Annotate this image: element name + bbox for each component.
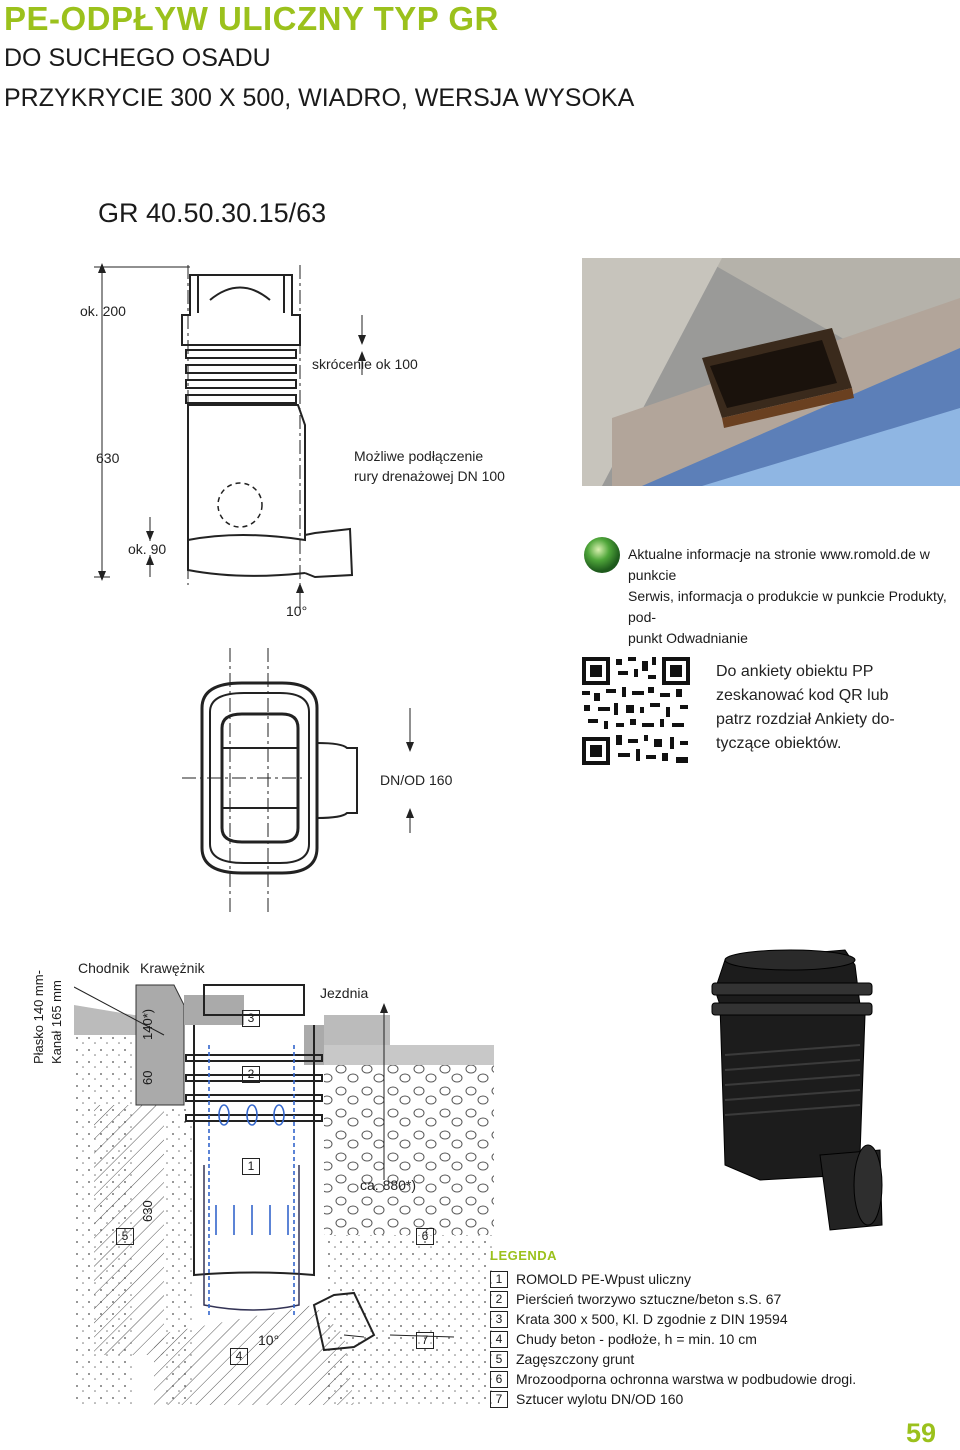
callout-3: 3 [242, 1010, 260, 1027]
legend-item: 2 Pierścień tworzywo sztuczne/beton s.S. … [490, 1289, 856, 1309]
qr-code-icon[interactable] [582, 657, 690, 765]
drain-note-2: rury drenażowej DN 100 [354, 468, 505, 484]
section-side-label: Płasko 140 mm- Kanał 165 mm [30, 964, 70, 1074]
qr-note-line-1: Do ankiety obiektu PP [716, 663, 874, 680]
label-kanal: Kanał 165 mm [49, 980, 64, 1064]
legend-num: 1 [490, 1270, 508, 1288]
legend-text: Pierścień tworzywo sztuczne/beton s.S. 6… [516, 1291, 782, 1307]
legend-text: Zagęszczony grunt [516, 1351, 635, 1367]
legend-text: ROMOLD PE-Wpust uliczny [516, 1271, 692, 1287]
info-note-line-2: Serwis, informacja o produkcie w punkcie… [628, 588, 947, 625]
page-subtitle-2: PRZYKRYCIE 300 X 500, WIADRO, WERSJA WYS… [4, 84, 635, 112]
callout-7: 7 [416, 1332, 434, 1349]
product-photo [711, 949, 883, 1231]
info-note-line-1: Aktualne informacje na stronie www.romol… [628, 546, 930, 583]
side-view-drawing [94, 263, 366, 610]
qr-note-line-3: patrz rozdział Ankiety do- [716, 711, 895, 728]
dim-angle-section: 10° [258, 1332, 280, 1348]
legend-item: 6 Mrozoodporna ochronna warstwa w podbudo… [490, 1369, 856, 1389]
qr-note: Do ankiety obiektu PP zeskanować kod QR … [716, 660, 895, 756]
label-jezdnia: Jezdnia [320, 985, 369, 1001]
dim-880: ca. 880*) [360, 1177, 417, 1193]
page-title: PE-ODPŁYW ULICZNY TYP GR [4, 0, 499, 37]
dim-dnod: DN/OD 160 [380, 772, 453, 788]
installation-photo-image [582, 258, 960, 486]
dim-630: 630 [96, 450, 120, 466]
qr-note-line-4: tyczące obiektów. [716, 735, 842, 752]
installation-photo [582, 258, 960, 486]
legend-item: 5 Zagęszczony grunt [490, 1349, 856, 1369]
callout-5: 5 [116, 1228, 134, 1245]
label-chodnik: Chodnik [78, 960, 130, 976]
qr-note-line-2: zeskanować kod QR lub [716, 687, 889, 704]
globe-icon [584, 537, 620, 573]
callout-4: 4 [230, 1348, 248, 1365]
legend-num: 2 [490, 1290, 508, 1308]
legend-num: 4 [490, 1330, 508, 1348]
legend-item: 7 Sztucer wylotu DN/OD 160 [490, 1389, 856, 1409]
label-plasko: Płasko 140 mm- [31, 970, 46, 1064]
legend-text: Mrozoodporna ochronna warstwa w podbudow… [516, 1371, 857, 1387]
legend-item: 3 Krata 300 x 500, Kl. D zgodnie z DIN 19… [490, 1309, 856, 1329]
legend-num: 3 [490, 1310, 508, 1328]
callout-2: 2 [242, 1066, 260, 1083]
label-kraweznik: Krawężnik [140, 960, 205, 976]
callout-1: 1 [242, 1158, 260, 1175]
page-number: 59 [906, 1418, 937, 1448]
legend-title: LEGENDA [490, 1248, 558, 1263]
info-note: Aktualne informacje na stronie www.romol… [628, 544, 960, 649]
section-drawing [74, 984, 494, 1405]
dim-630-section: 630 [140, 1200, 155, 1222]
dim-ok90: ok. 90 [128, 541, 167, 557]
page-subtitle: DO SUCHEGO OSADU [4, 44, 271, 72]
dim-shortening: skrócenie ok 100 [312, 356, 418, 372]
dim-ok200: ok. 200 [80, 303, 126, 319]
drain-note-1: Możliwe podłączenie [354, 448, 484, 464]
legend-num: 6 [490, 1370, 508, 1388]
legend-text: Chudy beton - podłoże, h = min. 10 cm [516, 1331, 757, 1347]
callout-6: 6 [416, 1228, 434, 1245]
legend-item: 4 Chudy beton - podłoże, h = min. 10 cm [490, 1329, 856, 1349]
model-code: GR 40.50.30.15/63 [98, 198, 327, 228]
legend-num: 7 [490, 1390, 508, 1408]
dim-140: 140*) [140, 1008, 155, 1040]
legend-item: 1 ROMOLD PE-Wpust uliczny [490, 1269, 856, 1289]
legend-num: 5 [490, 1350, 508, 1368]
legend-text: Sztucer wylotu DN/OD 160 [516, 1391, 684, 1407]
dim-60: 60 [140, 1070, 155, 1085]
legend-text: Krata 300 x 500, Kl. D zgodnie z DIN 195… [516, 1311, 788, 1327]
dim-angle: 10° [286, 603, 308, 619]
info-note-line-3: punkt Odwadnianie [628, 630, 748, 646]
top-view-drawing [182, 648, 414, 913]
legend: LEGENDA 1 ROMOLD PE-Wpust uliczny 2 Pierśc… [490, 1248, 856, 1409]
